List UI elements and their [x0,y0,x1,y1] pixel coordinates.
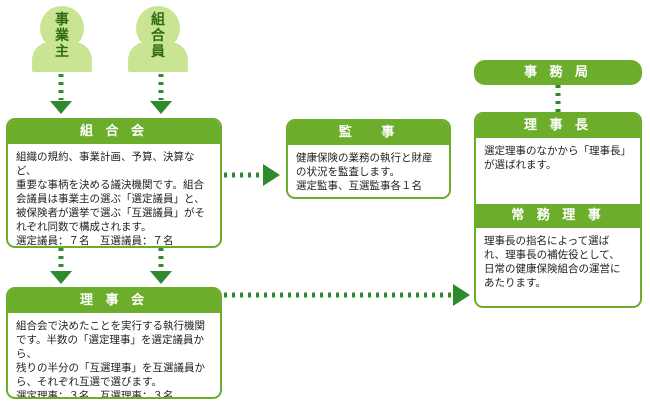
office-label: 事 務 局 [474,60,642,85]
board-box: 理 事 会 組合会で決めたことを実行する執行機関 です。半数の「選定理事」を選定… [6,287,222,399]
executive-title: 常 務 理 事 [476,204,640,228]
assembly-description: 組織の規約、事業計画、予算、決算など、 重要な事柄を決める議決機関です。組合 会… [16,151,205,247]
arrowhead-auditor [263,164,280,186]
arrowhead-executive [453,284,470,306]
arrowhead-employer [50,101,72,114]
chairman-executive-box: 理 事 長 選定理事のなかから「理事長」 が選ばれます。 常 務 理 事 理事長… [474,112,642,308]
person-body-icon [32,42,92,72]
assembly-box: 組 合 会 組織の規約、事業計画、予算、決算など、 重要な事柄を決める議決機関で… [6,118,222,248]
auditor-description: 健康保険の業務の執行と財産 の状況を監査します。 選定監事、互選監事各１名 [296,152,433,192]
assembly-title: 組 合 会 [8,120,220,144]
member-figure: 組合員 [128,6,188,72]
employer-label: 事業主 [55,12,69,60]
arrowhead-board-right [150,271,172,284]
arrowhead-member [150,101,172,114]
member-label: 組合員 [151,12,165,60]
arrowhead-board-left [50,271,72,284]
person-body-icon [128,42,188,72]
executive-description: 理事長の指名によって選ば れ、理事長の補佐役として、 日常の健康保険組合の運営に… [484,235,621,289]
board-title: 理 事 会 [8,289,220,313]
chairman-title: 理 事 長 [476,114,640,138]
auditor-box: 監 事 健康保険の業務の執行と財産 の状況を監査します。 選定監事、互選監事各１… [286,119,451,199]
chairman-description: 選定理事のなかから「理事長」 が選ばれます。 [484,145,631,171]
employer-figure: 事業主 [32,6,92,72]
auditor-title: 監 事 [288,121,449,145]
board-description: 組合会で決めたことを実行する執行機関 です。半数の「選定理事」を選定議員から、 … [16,320,205,399]
